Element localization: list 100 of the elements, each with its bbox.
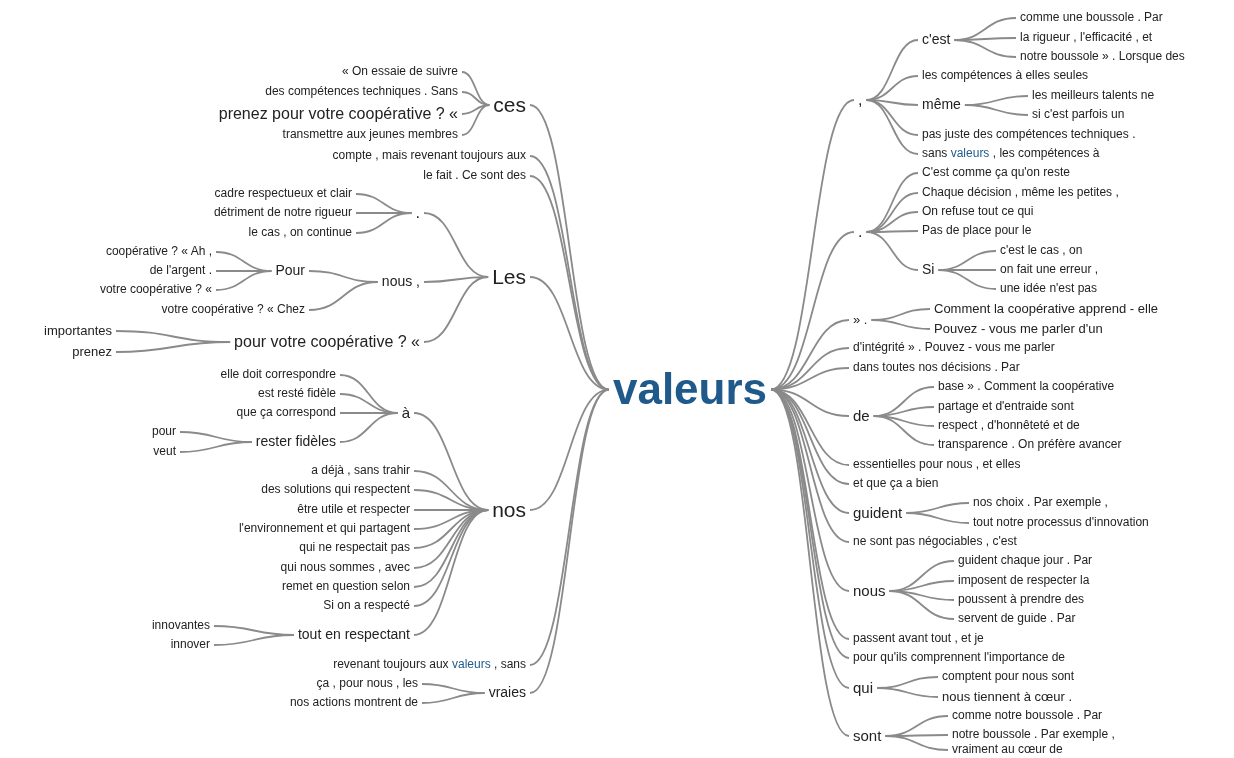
branch-line <box>870 319 931 330</box>
tree-phrase: Si <box>922 262 935 278</box>
tree-phrase: passent avant tout , et je <box>853 632 984 646</box>
tree-phrase: « On essaie de suivre <box>341 65 458 79</box>
tree-phrase: servent de guide . Par <box>958 612 1076 626</box>
tree-phrase: Si on a respecté <box>323 599 410 613</box>
tree-phrase: respect , d'honnêteté et de <box>938 419 1080 433</box>
tree-phrase: on fait une erreur , <box>1000 263 1099 277</box>
tree-phrase: c'est <box>922 32 951 48</box>
tree-phrase: qui nous sommes , avec <box>280 561 410 575</box>
tree-phrase: notre boussole . Par exemple , <box>952 728 1115 742</box>
tree-phrase: coopérative ? « Ah , <box>105 245 212 259</box>
branch-line <box>865 231 919 271</box>
branch-line <box>905 512 970 524</box>
tree-phrase: c'est le cas , on <box>1000 244 1083 258</box>
tree-phrase: prenez pour votre coopérative ? « <box>218 105 458 123</box>
branch-line <box>876 687 939 698</box>
tree-phrase: ces <box>493 93 526 117</box>
tree-phrase: Chaque décision , même les petites , <box>922 186 1119 200</box>
branch-line <box>461 104 491 136</box>
branch-line <box>339 412 399 443</box>
tree-phrase: le cas , on continue <box>248 226 352 240</box>
tree-phrase: détriment de notre rigueur <box>213 206 352 220</box>
root-word: valeurs <box>612 365 768 414</box>
branch-line <box>937 269 997 290</box>
branch-line <box>865 99 919 155</box>
branch-line <box>884 735 949 751</box>
tree-phrase: pas juste des compétences techniques . <box>922 128 1136 142</box>
branch-line <box>423 276 490 343</box>
branch-line <box>529 276 610 391</box>
tree-phrase: nous <box>853 582 886 600</box>
tree-phrase: est resté fidèle <box>257 387 336 401</box>
tree-phrase: des solutions qui respectent <box>261 483 410 497</box>
tree-phrase: de l'argent . <box>149 264 212 278</box>
tree-phrase: sont <box>853 727 882 745</box>
tree-phrase: comme notre boussole . Par <box>952 709 1103 723</box>
tree-phrase: Pouvez - vous me parler d'un <box>934 321 1103 337</box>
tree-phrase: innovantes <box>151 619 210 633</box>
tree-phrase: On refuse tout ce qui <box>922 205 1034 219</box>
branch-line <box>872 415 935 446</box>
tree-phrase: vraies <box>488 685 526 701</box>
tree-phrase: les meilleurs talents ne <box>1032 89 1155 103</box>
tree-phrase: à <box>401 404 410 422</box>
tree-phrase: compte , mais revenant toujours aux <box>332 149 526 163</box>
tree-phrase: le fait . Ce sont des <box>423 169 526 183</box>
tree-phrase: guident <box>853 504 903 522</box>
branch-line <box>964 104 1029 116</box>
tree-phrase: prenez <box>72 344 112 360</box>
tree-phrase: revenant toujours aux valeurs , sans <box>333 658 526 672</box>
tree-phrase: ça , pour nous , les <box>316 677 418 691</box>
branch-line <box>953 39 1017 58</box>
tree-phrase: nous tiennent à cœur . <box>942 689 1073 705</box>
tree-phrase: cadre respectueux et clair <box>214 187 352 201</box>
tree-phrase: C'est comme ça qu'on reste <box>922 166 1070 180</box>
tree-phrase: Pour <box>275 263 305 279</box>
branch-line <box>179 441 253 453</box>
branch-line <box>888 590 955 620</box>
tree-phrase: veut <box>153 445 176 459</box>
tree-phrase: remet en question selon <box>281 580 410 594</box>
tree-phrase: qui ne respectait pas <box>299 541 410 555</box>
tree-phrase: l'environnement et qui partagent <box>238 522 410 536</box>
tree-phrase: elle doit correspondre <box>220 368 336 382</box>
tree-phrase: pour qu'ils comprennent l'importance de <box>853 651 1066 665</box>
tree-phrase: imposent de respecter la <box>958 574 1090 588</box>
tree-phrase: comme une boussole . Par <box>1020 11 1163 25</box>
tree-phrase: les compétences à elles seules <box>922 69 1089 83</box>
tree-phrase: comptent pour nous sont <box>942 670 1075 684</box>
branch-line <box>215 270 273 291</box>
tree-phrase: vraiment au cœur de <box>952 743 1063 757</box>
tree-phrase: votre coopérative ? « <box>99 283 212 297</box>
tree-phrase: pour votre coopérative ? « <box>234 333 420 351</box>
tree-phrase: » . <box>853 312 868 328</box>
tree-phrase: nous , <box>381 274 420 290</box>
tree-phrase: sans valeurs , les compétences à <box>922 147 1100 161</box>
tree-phrase: même <box>922 97 961 113</box>
tree-phrase: importantes <box>44 323 112 339</box>
tree-phrase: transmettre aux jeunes membres <box>282 128 458 142</box>
tree-phrase: a déjà , sans trahir <box>311 464 410 478</box>
tree-phrase: partage et d'entraide sont <box>938 400 1074 414</box>
tree-phrase: transparence . On préfère avancer <box>938 438 1122 452</box>
branch-line <box>413 509 490 636</box>
tree-phrase: une idée n'est pas <box>1000 282 1098 296</box>
branch-line <box>308 281 379 311</box>
tree-phrase: Pas de place pour le <box>922 224 1032 238</box>
tree-phrase: nos choix . Par exemple , <box>973 496 1108 510</box>
tree-phrase: Comment la coopérative apprend - elle <box>934 301 1158 317</box>
tree-phrase: si c'est parfois un <box>1032 108 1125 122</box>
tree-phrase: des compétences techniques . Sans <box>265 85 458 99</box>
tree-phrase: rester fidèles <box>255 434 336 450</box>
tree-phrase: et que ça a bien <box>853 477 939 491</box>
tree-phrase: pour <box>151 425 176 439</box>
tree-phrase: essentielles pour nous , et elles <box>853 458 1021 472</box>
tree-phrase: guident chaque jour . Par <box>958 554 1093 568</box>
tree-phrase: base » . Comment la coopérative <box>938 380 1115 394</box>
tree-phrase: . <box>415 204 420 222</box>
branch-line <box>213 634 295 646</box>
tree-phrase: ne sont pas négociables , c'est <box>853 535 1017 549</box>
tree-phrase: notre boussole » . Lorsque des <box>1020 50 1185 64</box>
tree-phrase: la rigueur , l'efficacité , et <box>1020 31 1153 45</box>
tree-phrase: nos <box>492 498 526 522</box>
